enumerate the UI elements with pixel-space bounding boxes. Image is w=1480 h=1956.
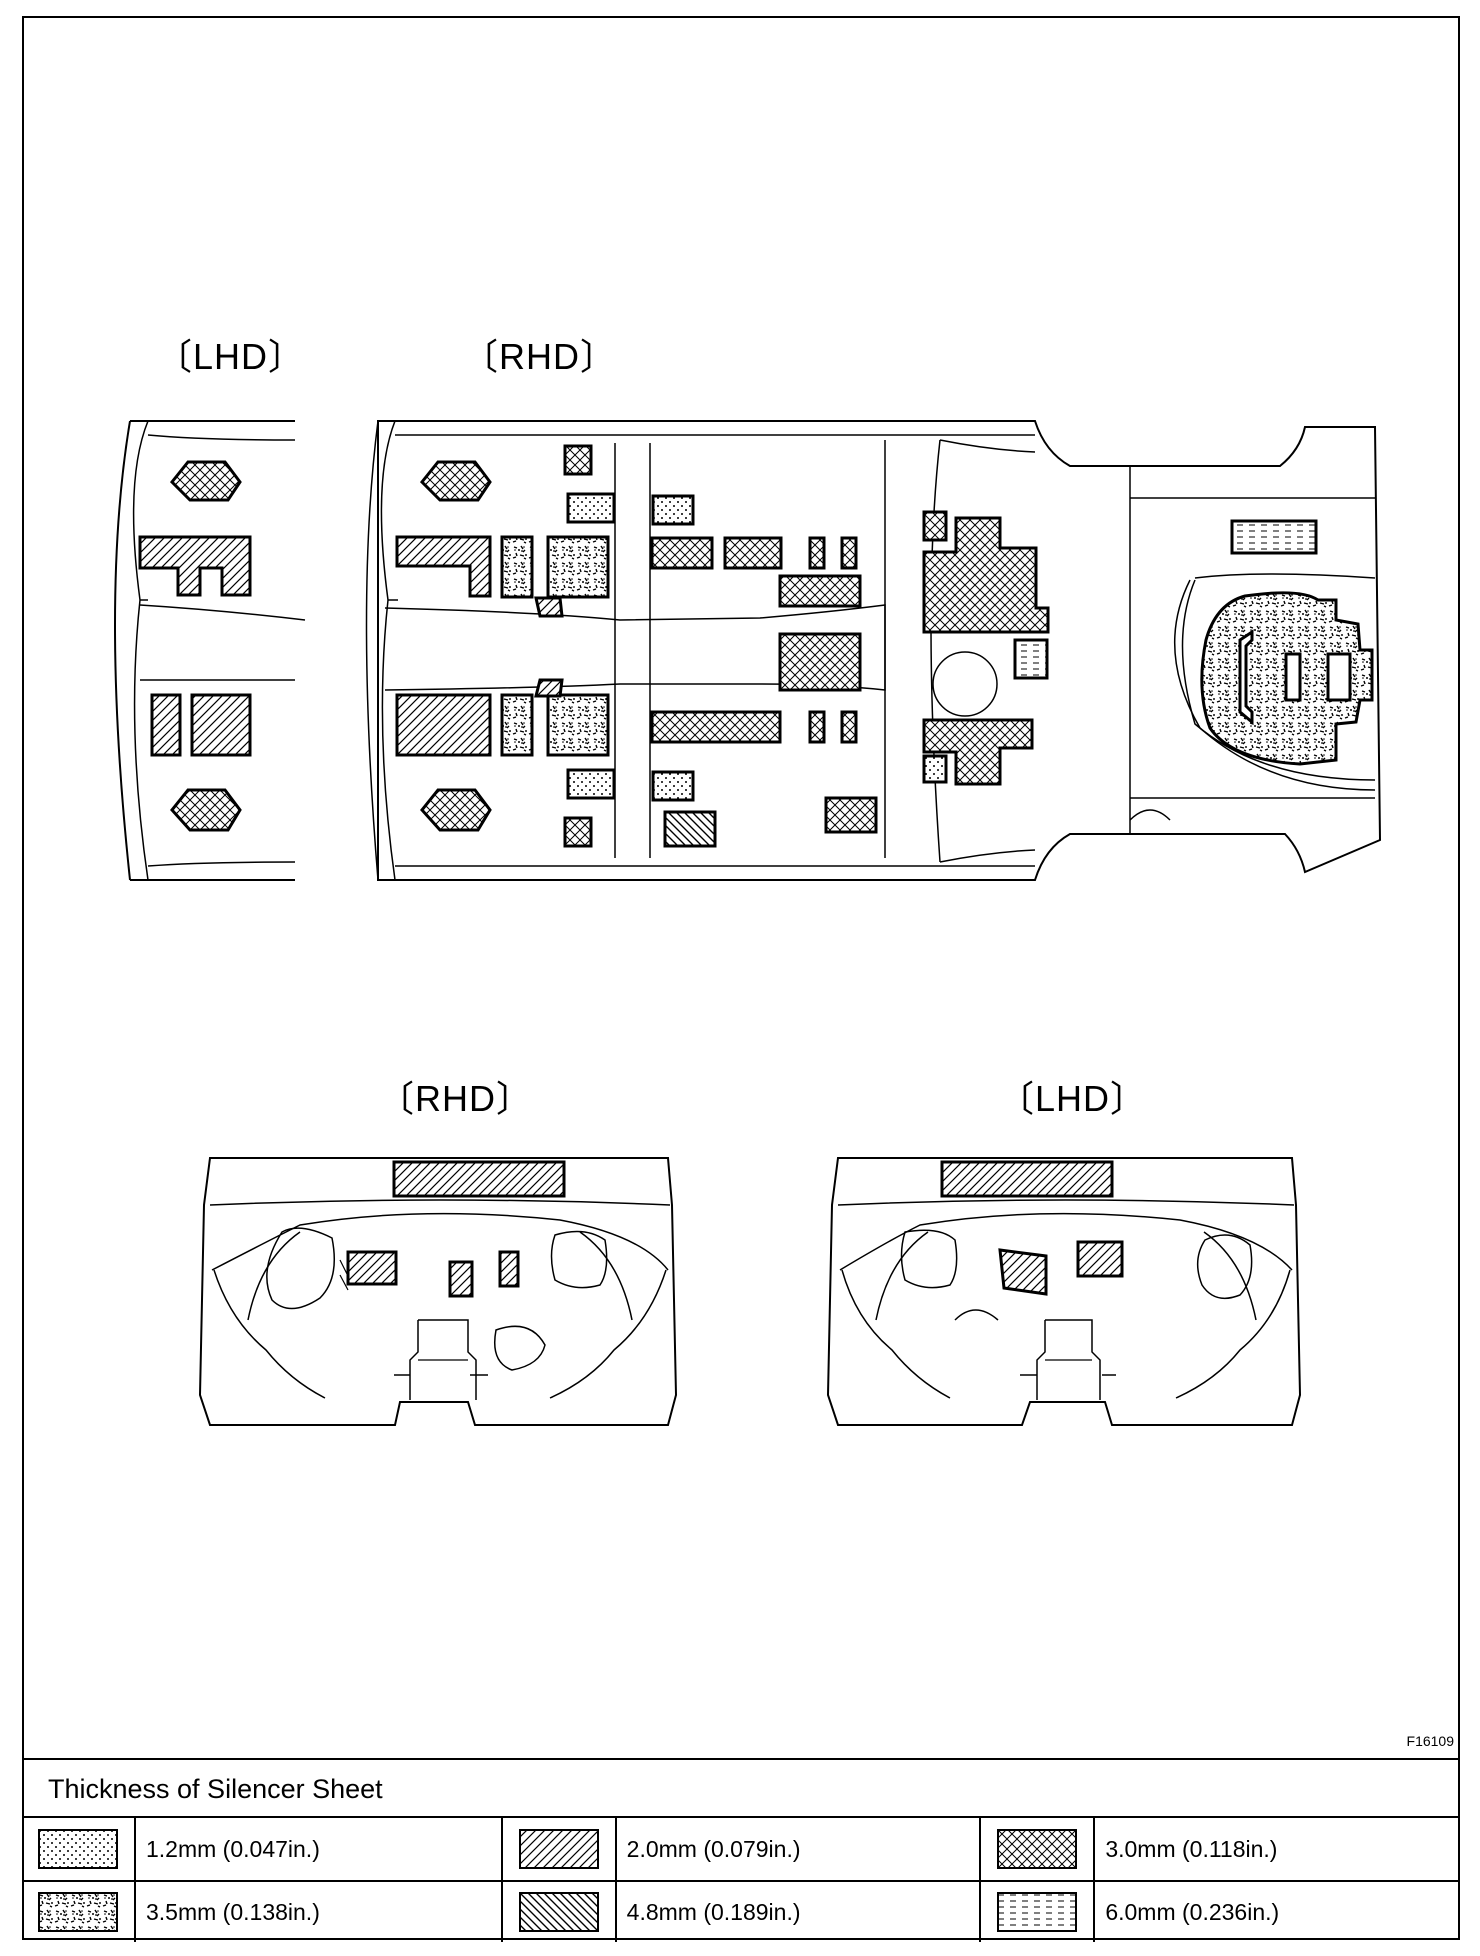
legend-item-1-2mm: 1.2mm (0.047in.) bbox=[22, 1818, 501, 1880]
dots-swatch-icon bbox=[22, 1818, 136, 1880]
lhd-partial-sheets bbox=[138, 460, 252, 832]
legend-value: 3.0mm (0.118in.) bbox=[1105, 1835, 1278, 1862]
label-lhd-floor: 〔LHD〕 bbox=[156, 336, 306, 377]
legend-item-2-0mm: 2.0mm (0.079in.) bbox=[500, 1818, 980, 1880]
legend-item-6-0mm: 6.0mm (0.236in.) bbox=[979, 1880, 1458, 1942]
dash-swatch-icon bbox=[981, 1882, 1096, 1942]
legend-item-3-0mm: 3.0mm (0.118in.) bbox=[979, 1818, 1458, 1880]
legend-value: 3.5mm (0.138in.) bbox=[146, 1898, 320, 1925]
legend-value: 1.2mm (0.047in.) bbox=[146, 1835, 320, 1862]
hatch-swatch-icon bbox=[503, 1818, 617, 1880]
crosshatch-swatch-icon bbox=[981, 1818, 1096, 1880]
backhatch-swatch-icon bbox=[503, 1882, 617, 1942]
label-rhd-floor: 〔RHD〕 bbox=[462, 336, 617, 377]
legend-grid: 1.2mm (0.047in.) 2.0mm (0.079in.) 3.0mm … bbox=[22, 1816, 1458, 1942]
dash-panel-lhd bbox=[826, 1157, 1302, 1426]
legend-title: Thickness of Silencer Sheet bbox=[48, 1774, 383, 1804]
label-rhd-dash: 〔RHD〕 bbox=[378, 1078, 533, 1119]
legend-item-3-5mm: 3.5mm (0.138in.) bbox=[22, 1880, 501, 1942]
speckle-swatch-icon bbox=[22, 1882, 136, 1942]
legend-value: 4.8mm (0.189in.) bbox=[626, 1898, 801, 1925]
legend-value: 6.0mm (0.236in.) bbox=[1105, 1898, 1280, 1925]
figure-code: F16109 bbox=[1406, 1733, 1454, 1749]
label-lhd-dash: 〔LHD〕 bbox=[998, 1078, 1148, 1119]
floor-lhd-partial bbox=[114, 420, 306, 881]
dash-rhd-sheets bbox=[346, 1160, 566, 1298]
diagram-frame bbox=[22, 16, 1460, 1940]
legend-value: 2.0mm (0.079in.) bbox=[626, 1835, 801, 1862]
dash-panel-rhd bbox=[198, 1157, 678, 1426]
rhd-floor-sheets bbox=[395, 444, 1374, 848]
dash-lhd-sheets bbox=[940, 1160, 1124, 1296]
legend-item-4-8mm: 4.8mm (0.189in.) bbox=[500, 1880, 980, 1942]
thickness-legend: Thickness of Silencer Sheet 1.2mm (0.047… bbox=[22, 1758, 1460, 1942]
